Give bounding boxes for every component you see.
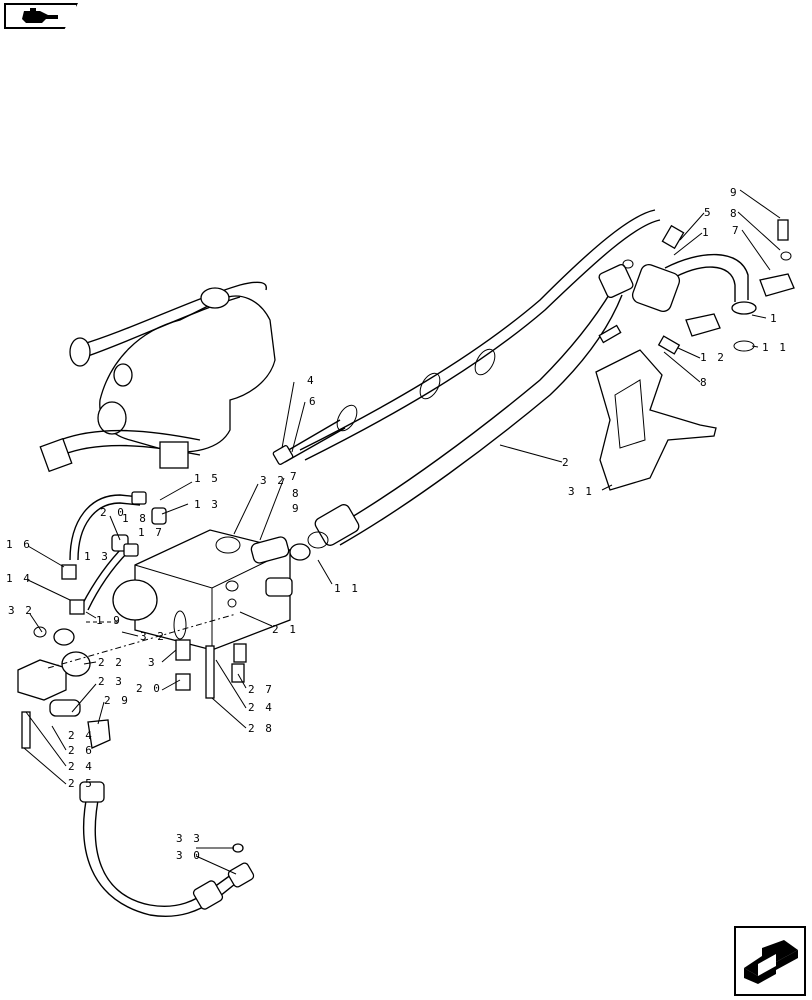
- callout-17: 1 7: [138, 526, 164, 539]
- callout-32: 3 2: [8, 604, 34, 617]
- bracket: [595, 349, 717, 491]
- callout-20: 2 0: [100, 506, 126, 519]
- callout-1: 1: [702, 226, 711, 239]
- callout-25: 2 5: [68, 777, 94, 790]
- callout-13: 1 3: [194, 498, 220, 511]
- callout-14: 1 4: [6, 572, 32, 585]
- callout-31: 3 1: [568, 485, 594, 498]
- callout-20: 2 0: [136, 682, 162, 695]
- manifold-block: [17, 626, 247, 749]
- callout-1: 1: [770, 312, 779, 325]
- callout-24: 2 4: [248, 701, 274, 714]
- callout-8: 8: [292, 487, 301, 500]
- callout-7: 7: [290, 470, 299, 483]
- callout-6: 6: [309, 395, 318, 408]
- arrow-forward-icon: [744, 940, 798, 984]
- callout-8: 8: [700, 376, 709, 389]
- next-nav-button[interactable]: [734, 926, 806, 996]
- callout-8: 8: [730, 207, 739, 220]
- callout-11: 1 1: [334, 582, 360, 595]
- callout-7: 7: [732, 224, 741, 237]
- callout-12: 1 2: [700, 351, 726, 364]
- callout-30: 3 0: [176, 849, 202, 862]
- callout-24: 2 4: [68, 729, 94, 742]
- back-nav-button[interactable]: [4, 3, 78, 29]
- valve-block: [112, 529, 329, 651]
- callout-26: 2 6: [68, 744, 94, 757]
- callout-13: 1 3: [84, 550, 110, 563]
- pump-assembly: [39, 281, 276, 473]
- right-tube-assembly: [598, 219, 795, 355]
- callout-19: 1 9: [96, 614, 122, 627]
- lower-hose: [79, 781, 255, 917]
- fitting-small-hose: [272, 419, 346, 465]
- callout-3: 3: [148, 656, 157, 669]
- hand-pointing-back-icon: [22, 8, 58, 23]
- left-small-hoses: [61, 491, 167, 615]
- callout-5: 5: [704, 206, 713, 219]
- callout-27: 2 7: [248, 683, 274, 696]
- callout-11: 1 1: [762, 341, 788, 354]
- leader-lines: [23, 189, 781, 875]
- callout-23: 2 3: [98, 675, 124, 688]
- callout-4: 4: [307, 374, 316, 387]
- callout-22: 2 2: [98, 656, 124, 669]
- callout-9: 9: [730, 186, 739, 199]
- callout-32: 3 2: [140, 630, 166, 643]
- callout-labels: 9 8 7 5 1 1 1 1 1 2 8 4 6 2 3 1 1 5 1 3 …: [6, 186, 788, 862]
- callout-32: 3 2: [260, 474, 286, 487]
- callout-15: 1 5: [194, 472, 220, 485]
- callout-16: 1 6: [6, 538, 32, 551]
- callout-24: 2 4: [68, 760, 94, 773]
- callout-9: 9: [292, 502, 301, 515]
- callout-28: 2 8: [248, 722, 274, 735]
- callout-29: 2 9: [104, 694, 130, 707]
- callout-33: 3 3: [176, 832, 202, 845]
- callout-21: 2 1: [272, 623, 298, 636]
- callout-2: 2: [562, 456, 571, 469]
- callout-18: 1 8: [122, 512, 148, 525]
